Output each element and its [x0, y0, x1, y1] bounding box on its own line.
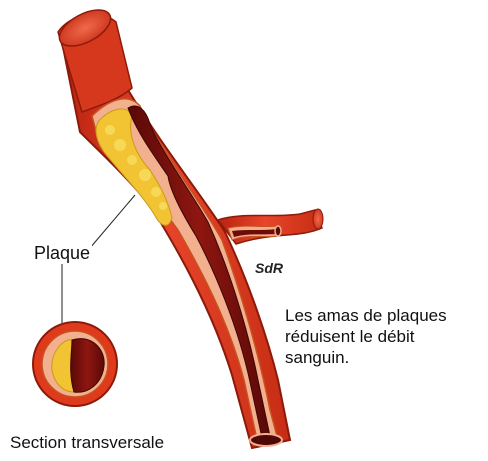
artist-signature: SdR	[255, 260, 283, 276]
cross-section-label: Section transversale	[10, 433, 164, 453]
plaque-leader-line	[90, 195, 135, 248]
caption-text: Les amas de plaques réduisent le débit s…	[285, 305, 485, 368]
plaque-label: Plaque	[32, 243, 92, 264]
caption-line-3: sanguin.	[285, 347, 485, 368]
caption-line-2: réduisent le débit	[285, 326, 485, 347]
caption-line-1: Les amas de plaques	[285, 305, 485, 326]
branch-vessel	[218, 209, 323, 244]
cross-section	[33, 322, 117, 406]
